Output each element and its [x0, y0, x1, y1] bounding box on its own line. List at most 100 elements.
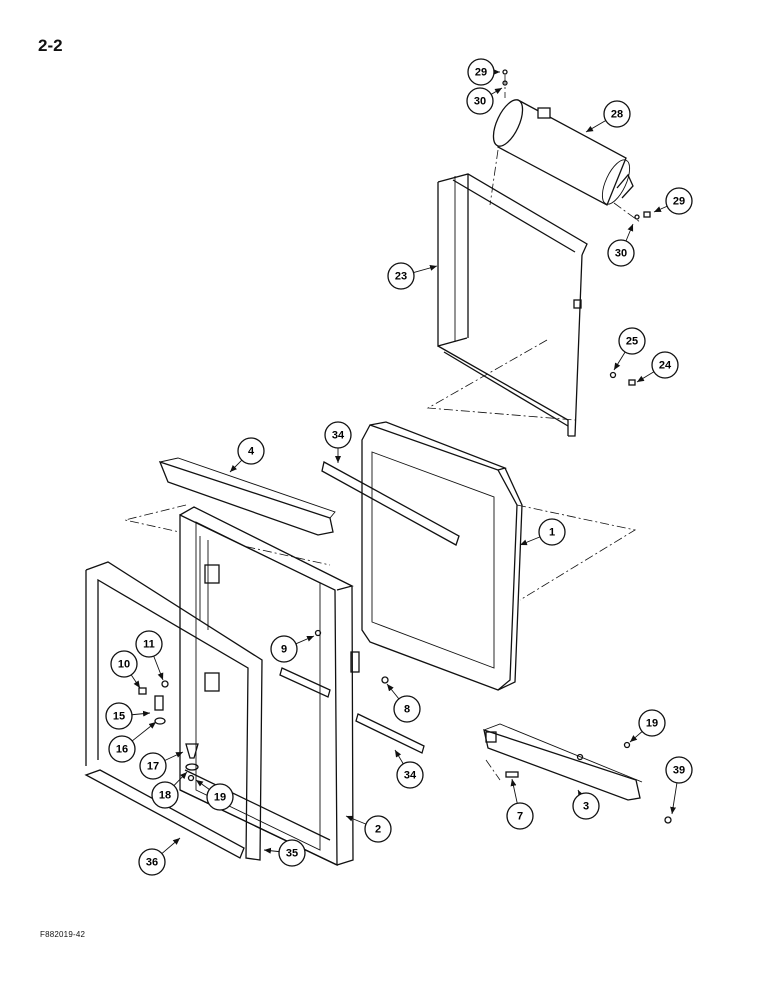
callout-17: 17 — [139, 751, 184, 780]
callout-30: 30 — [466, 87, 503, 115]
callout-leader — [164, 751, 184, 761]
callout-label: 17 — [147, 761, 159, 773]
callout-label: 19 — [214, 792, 226, 804]
callout-leader — [519, 536, 541, 546]
callout-25: 25 — [613, 327, 646, 371]
callout-circle — [364, 815, 392, 843]
callout-label: 30 — [615, 248, 627, 260]
callout-circle — [603, 100, 631, 128]
callout-29: 29 — [653, 187, 693, 215]
callout-circle — [572, 792, 600, 820]
callout-circle — [278, 839, 306, 867]
callout-label: 3 — [583, 801, 589, 813]
callout-circle — [110, 650, 138, 678]
callout-label: 23 — [395, 271, 407, 283]
callout-leader — [413, 264, 438, 273]
callout-leader — [653, 205, 668, 213]
callout-24: 24 — [636, 351, 679, 383]
callout-label: 8 — [404, 704, 410, 716]
callout-1: 1 — [519, 518, 566, 546]
callout-leader — [490, 87, 503, 95]
callout-circle — [618, 327, 646, 355]
callout-leader — [577, 789, 584, 798]
callout-leader — [670, 782, 678, 815]
callout-leader — [173, 771, 188, 786]
callout-leader — [131, 710, 151, 717]
callout-label: 11 — [143, 639, 155, 651]
callout-leader — [585, 120, 606, 133]
bracket-top — [124, 457, 336, 566]
callout-circle — [467, 58, 495, 86]
figure-code: F882019-42 — [40, 930, 86, 939]
callout-7: 7 — [506, 778, 534, 830]
callout-circle — [151, 781, 179, 809]
callout-circle — [393, 695, 421, 723]
callout-circle — [607, 239, 635, 267]
callout-3: 3 — [572, 789, 600, 820]
callout-19: 19 — [195, 779, 234, 811]
callout-label: 25 — [626, 336, 638, 348]
callout-leader — [161, 837, 181, 854]
callout-leader — [153, 655, 164, 681]
callout-34: 34 — [324, 421, 352, 463]
callout-circle — [206, 783, 234, 811]
coolant-tank — [492, 99, 634, 206]
callout-label: 39 — [673, 765, 685, 777]
callout-circle — [538, 518, 566, 546]
callout-label: 1 — [549, 527, 555, 539]
callout-leader — [613, 351, 626, 371]
radiator-shroud — [426, 173, 588, 437]
callout-label: 18 — [159, 790, 171, 802]
callout-30: 30 — [607, 223, 635, 267]
callout-leader — [625, 223, 634, 242]
callout-circle — [387, 262, 415, 290]
callout-circle — [506, 802, 534, 830]
callout-label: 9 — [281, 644, 287, 656]
radiator-core — [361, 421, 637, 691]
callout-circle — [138, 848, 166, 876]
callout-9: 9 — [270, 635, 315, 663]
callout-36: 36 — [138, 837, 181, 876]
callout-label: 4 — [248, 446, 255, 458]
callout-label: 15 — [113, 711, 125, 723]
callout-label: 34 — [404, 770, 417, 782]
callout-8: 8 — [386, 683, 421, 723]
callout-2: 2 — [345, 815, 392, 843]
callout-circle — [237, 437, 265, 465]
bracket-lower — [483, 723, 643, 801]
callout-circle — [638, 709, 666, 737]
callout-leader — [394, 749, 404, 765]
callout-label: 34 — [332, 430, 345, 442]
callout-23: 23 — [387, 262, 438, 290]
callout-leader — [636, 371, 655, 383]
callout-label: 28 — [611, 109, 623, 121]
callout-leader — [229, 459, 243, 473]
callout-19: 19 — [629, 709, 666, 743]
callout-label: 24 — [659, 360, 672, 372]
page-number: 2-2 — [38, 36, 63, 55]
callout-label: 2 — [375, 824, 381, 836]
callout-label: 30 — [474, 96, 486, 108]
callout-label: 29 — [475, 67, 487, 79]
callout-15: 15 — [105, 702, 151, 730]
callout-label: 36 — [146, 857, 158, 869]
callout-circle — [324, 421, 352, 449]
callout-circle — [105, 702, 133, 730]
radiator-frame — [179, 506, 354, 867]
callout-leader — [295, 635, 315, 645]
callout-label: 19 — [646, 718, 658, 730]
callout-leader — [195, 779, 210, 790]
callout-circle — [108, 735, 136, 763]
callout-10: 10 — [110, 650, 141, 689]
callout-leader — [386, 683, 400, 700]
callout-label: 29 — [673, 196, 685, 208]
callout-circle — [651, 351, 679, 379]
callout-39: 39 — [665, 756, 693, 815]
callout-leader — [130, 674, 141, 689]
callout-28: 28 — [585, 100, 631, 133]
callout-circle — [466, 87, 494, 115]
callout-16: 16 — [108, 721, 157, 763]
callout-34: 34 — [394, 749, 424, 789]
callout-label: 7 — [517, 811, 523, 823]
